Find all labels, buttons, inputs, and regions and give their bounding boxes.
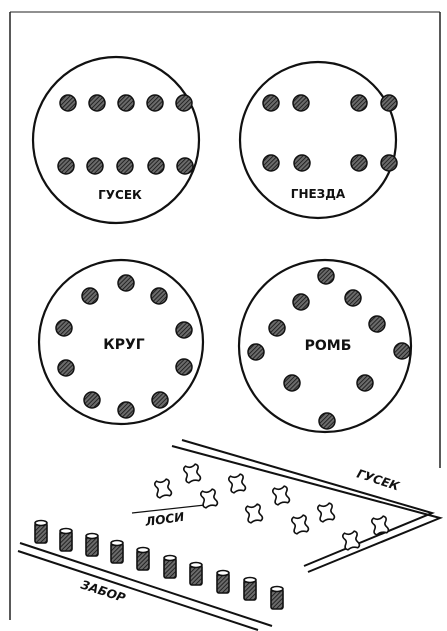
gusek-lines bbox=[172, 440, 440, 572]
fence-posts bbox=[35, 521, 283, 610]
panel-romb: РОМБ bbox=[239, 260, 411, 432]
losi-label: ЛОСИ bbox=[143, 510, 185, 529]
panel-gusek: ГУСЕК bbox=[33, 57, 199, 223]
panel-label: ГНЕЗДА bbox=[291, 187, 346, 201]
panel-label: КРУГ bbox=[103, 337, 144, 353]
panel-label: РОМБ bbox=[305, 338, 352, 354]
gusek-label: ГУСЕК bbox=[355, 467, 402, 494]
panel-label: ГУСЕК bbox=[98, 188, 142, 202]
panel-krug: КРУГ bbox=[39, 260, 203, 424]
dot-group bbox=[58, 95, 193, 174]
dot-group bbox=[263, 95, 397, 171]
zabor-label: ЗАБОР bbox=[79, 578, 127, 606]
panel-gnezda: ГНЕЗДА bbox=[240, 62, 397, 218]
